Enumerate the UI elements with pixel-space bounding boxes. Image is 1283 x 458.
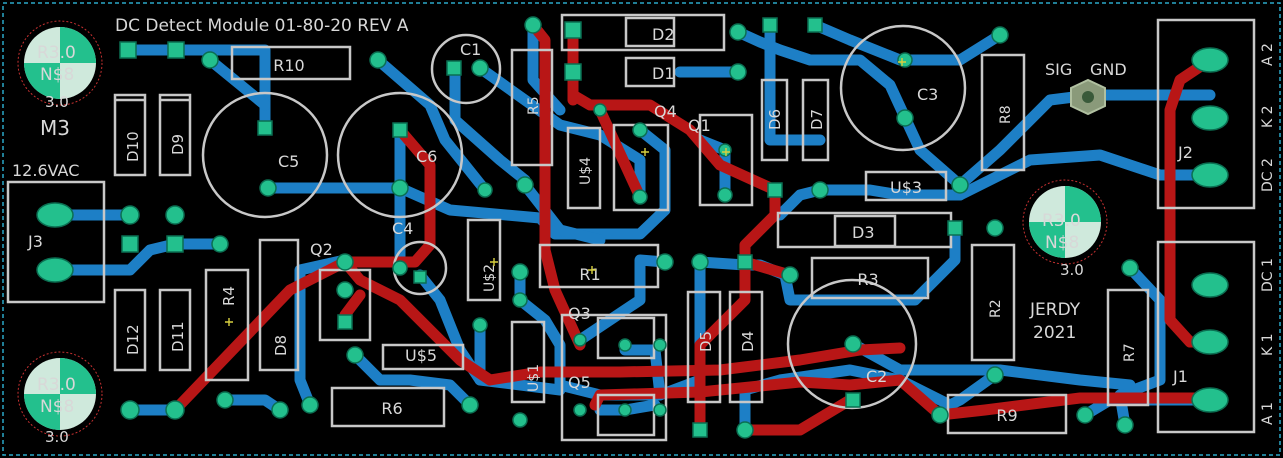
sig-label: SIG bbox=[1045, 60, 1072, 79]
r7-label: R7 bbox=[1122, 343, 1138, 362]
r4-label: R4 bbox=[220, 286, 238, 306]
r3-label: R3 bbox=[857, 270, 878, 289]
gnd-label: GND bbox=[1090, 60, 1127, 79]
mounting-hole-name: R3.0 bbox=[37, 375, 76, 395]
d2-label: D2 bbox=[652, 25, 675, 44]
j1-pin-label: K 1 bbox=[1260, 333, 1276, 356]
d4-label: D4 bbox=[739, 331, 757, 352]
author-label: JERDY bbox=[1029, 300, 1081, 320]
c6-label: C6 bbox=[416, 147, 437, 166]
j2-pin-label: DC 2 bbox=[1260, 158, 1276, 192]
supply-label: 12.6VAC bbox=[12, 161, 79, 180]
r10-label: R10 bbox=[273, 56, 304, 75]
j1-label: J1 bbox=[1172, 367, 1188, 386]
d1-label: D1 bbox=[652, 64, 675, 83]
j2-label: J2 bbox=[1177, 143, 1193, 162]
j1-pin-label: A 1 bbox=[1260, 402, 1276, 425]
j3-label: J3 bbox=[27, 232, 43, 251]
r1-label: R1 bbox=[579, 265, 600, 284]
c5-label: C5 bbox=[278, 152, 299, 171]
j2-pin-label: K 2 bbox=[1260, 105, 1276, 128]
r9-label: R9 bbox=[996, 406, 1017, 425]
d5-label: D5 bbox=[697, 331, 715, 352]
c4-label: C4 bbox=[392, 219, 413, 238]
u4-label: U$4 bbox=[578, 157, 594, 185]
mounting-holes bbox=[17, 20, 1108, 437]
origin-markers bbox=[225, 58, 906, 326]
d8-label: D8 bbox=[272, 335, 290, 356]
c3-label: C3 bbox=[917, 85, 938, 104]
r6-label: R6 bbox=[381, 399, 402, 418]
mounting-hole-size: 3.0 bbox=[1060, 261, 1084, 279]
d11-label: D11 bbox=[169, 321, 187, 352]
labels: DC Detect Module 01-80-20 REV A 12.6VAC … bbox=[12, 16, 1276, 446]
c2-label: C2 bbox=[866, 367, 887, 386]
d7-label: D7 bbox=[808, 109, 826, 130]
q2-label: Q2 bbox=[310, 240, 333, 259]
u1-label: U$1 bbox=[526, 364, 542, 392]
j2-pin-label: A 2 bbox=[1260, 43, 1276, 66]
r8-label: R8 bbox=[998, 105, 1014, 124]
d9-label: D9 bbox=[169, 134, 187, 155]
mounting-hole bbox=[17, 351, 103, 437]
board-title: DC Detect Module 01-80-20 REV A bbox=[115, 16, 409, 36]
mounting-hole-size: 3.0 bbox=[45, 428, 69, 446]
q4-label: Q4 bbox=[654, 102, 677, 121]
mounting-hole bbox=[17, 20, 103, 106]
mounting-hole-net: N$8 bbox=[40, 65, 74, 85]
mounting-hole bbox=[1022, 179, 1108, 265]
d10-label: D10 bbox=[124, 131, 142, 162]
u2-label: U$2 bbox=[482, 264, 498, 292]
mounting-hole-net: N$8 bbox=[1045, 233, 1079, 253]
mounting-hole-net: N$8 bbox=[40, 397, 74, 417]
u3-label: U$3 bbox=[890, 178, 922, 197]
q1-label: Q1 bbox=[688, 116, 711, 135]
j1-pin-label: DC 1 bbox=[1260, 258, 1276, 292]
c1-label: C1 bbox=[460, 40, 481, 59]
mounting-hole-name: R3.0 bbox=[1042, 211, 1081, 231]
year-label: 2021 bbox=[1033, 323, 1076, 343]
u5-label: U$5 bbox=[405, 346, 437, 365]
bottom-copper bbox=[49, 19, 1216, 436]
d3-label: D3 bbox=[852, 223, 875, 242]
d6-label: D6 bbox=[766, 109, 784, 130]
q3-label: Q3 bbox=[568, 304, 591, 323]
mounting-hole-size: 3.0 bbox=[45, 93, 69, 111]
q5-label: Q5 bbox=[568, 373, 591, 392]
mounting-hole-name: R3.0 bbox=[37, 43, 76, 63]
pads bbox=[36, 16, 1229, 439]
r2-label: R2 bbox=[988, 299, 1004, 318]
d12-label: D12 bbox=[124, 324, 142, 355]
r5-label: R5 bbox=[526, 96, 542, 115]
mount-label: M3 bbox=[40, 116, 70, 140]
